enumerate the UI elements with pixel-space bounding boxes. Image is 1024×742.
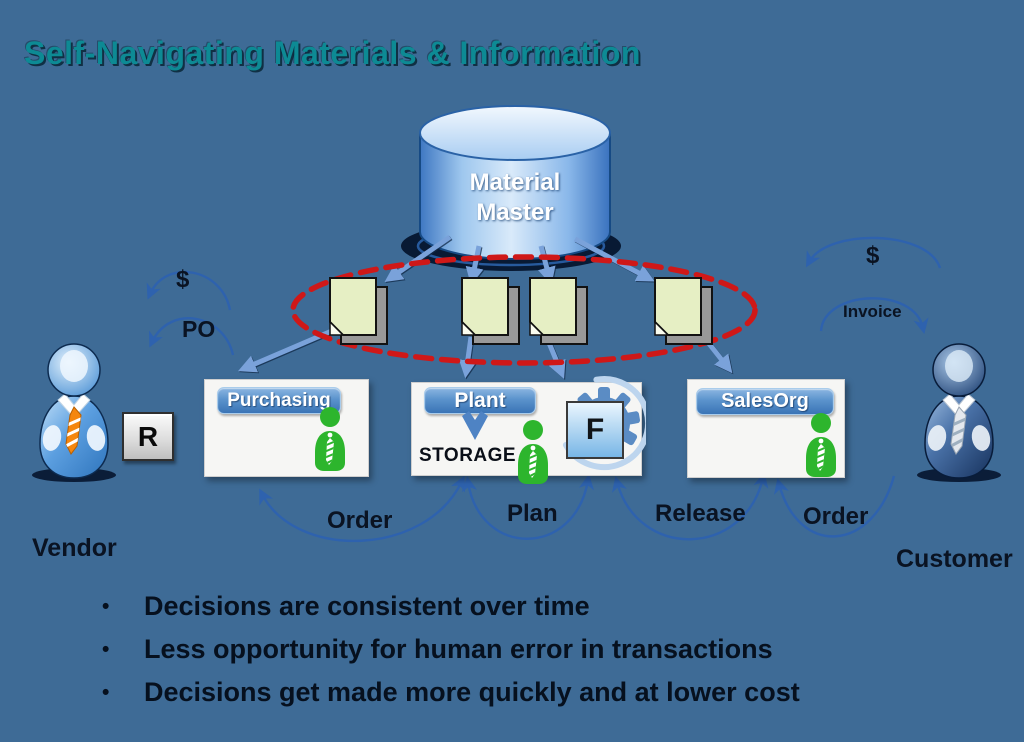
purchasing-header: Purchasing bbox=[217, 387, 341, 414]
document-icon bbox=[654, 277, 713, 345]
bullet-item: • Decisions are consistent over time bbox=[92, 590, 952, 623]
r-badge: R bbox=[122, 412, 174, 461]
order-right-label: Order bbox=[803, 503, 869, 530]
customer-figure bbox=[917, 343, 1001, 482]
po-arc-left bbox=[149, 317, 235, 356]
f-badge: F bbox=[566, 401, 624, 459]
salesorg-header: SalesOrg bbox=[696, 388, 834, 415]
bullet-text: Decisions are consistent over time bbox=[144, 591, 590, 621]
vendor-money-label: $ bbox=[176, 266, 190, 293]
money-arc-right bbox=[805, 236, 942, 269]
bullet-dot: • bbox=[102, 595, 110, 618]
order-right-arc bbox=[774, 475, 896, 538]
salesorg-box: SalesOrg bbox=[687, 379, 845, 478]
vendor-figure bbox=[32, 343, 116, 482]
plant-box: Plant STORAGE F bbox=[411, 376, 646, 476]
cylinder-to-doc-arrow bbox=[384, 234, 452, 283]
bullet-text: Less opportunity for human error in tran… bbox=[144, 634, 773, 664]
bullet-list: • Decisions are consistent over time • L… bbox=[92, 590, 952, 719]
cylinder-to-doc-arrow bbox=[573, 236, 655, 282]
bullet-item: • Decisions get made more quickly and at… bbox=[92, 676, 952, 709]
bullet-item: • Less opportunity for human error in tr… bbox=[92, 633, 952, 666]
plan-arc bbox=[461, 473, 595, 540]
cylinder-to-doc-arrow bbox=[538, 245, 556, 286]
order-left-arc bbox=[259, 475, 465, 543]
person-icon bbox=[312, 406, 348, 472]
customer-invoice-label: Invoice bbox=[843, 302, 902, 321]
release-arc bbox=[611, 472, 769, 541]
bullet-dot: • bbox=[102, 638, 110, 661]
storage-arrow-icon bbox=[462, 411, 488, 440]
cylinder-to-doc-arrow bbox=[465, 245, 484, 286]
release-label: Release bbox=[655, 500, 746, 527]
page-title: Self-Navigating Materials & Information bbox=[24, 35, 641, 72]
person-icon bbox=[803, 412, 839, 478]
money-arc-left bbox=[146, 270, 232, 311]
order-left-label: Order bbox=[327, 507, 393, 534]
customer-label: Customer bbox=[896, 545, 1013, 573]
document-icon bbox=[461, 277, 520, 345]
plant-header: Plant bbox=[424, 387, 536, 414]
invoice-arc-right bbox=[819, 297, 929, 335]
customer-money-label: $ bbox=[866, 242, 880, 269]
red-dashed-ring bbox=[290, 254, 758, 366]
bullet-text: Decisions get made more quickly and at l… bbox=[144, 677, 800, 707]
vendor-po-label: PO bbox=[182, 316, 216, 342]
doc-to-dept-arrow bbox=[458, 336, 477, 379]
vendor-label: Vendor bbox=[32, 534, 117, 562]
plan-label: Plan bbox=[507, 500, 558, 527]
purchasing-box: Purchasing bbox=[204, 379, 369, 477]
material-master-label: Material Master bbox=[469, 169, 561, 226]
bullet-dot: • bbox=[102, 681, 110, 704]
document-icon bbox=[329, 277, 388, 345]
person-icon bbox=[515, 419, 551, 485]
storage-label: STORAGE bbox=[419, 445, 517, 466]
document-icon bbox=[529, 277, 588, 345]
process-arcs bbox=[146, 236, 942, 543]
